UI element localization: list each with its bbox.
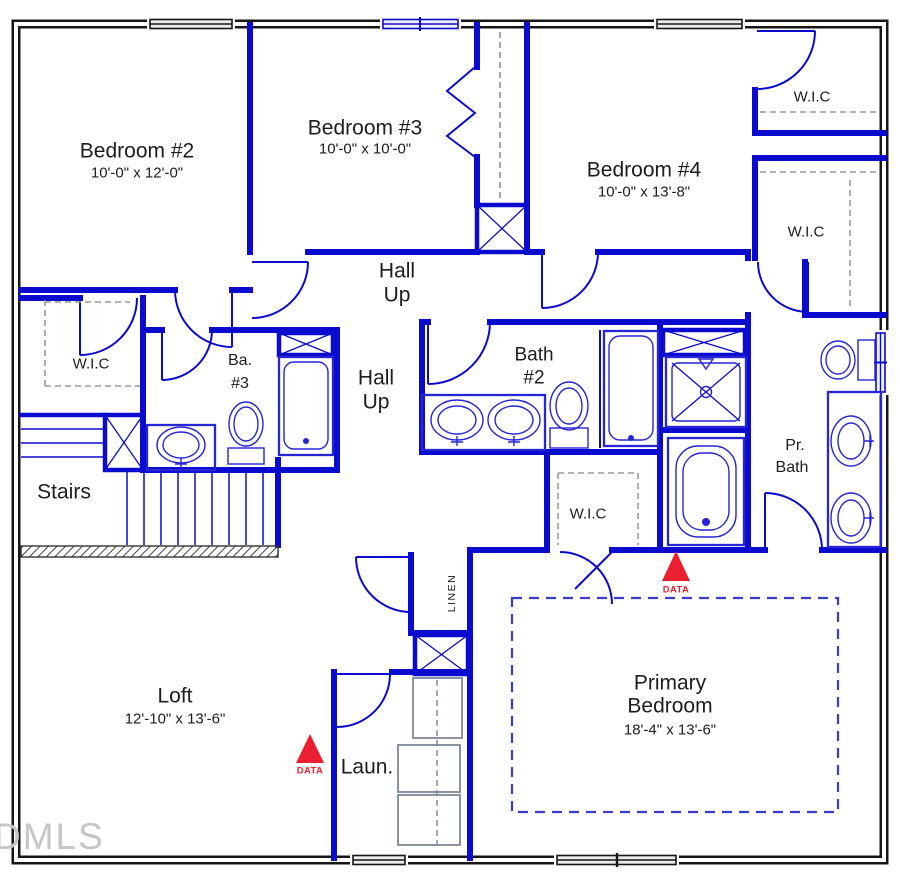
hall-up-label-1a: Hall [378, 259, 416, 283]
bathtub-fixture [277, 355, 335, 457]
wic-label-top-right: W.I.C [793, 88, 831, 106]
chase-x [276, 330, 336, 358]
door-arc [764, 492, 823, 551]
fixtures-shower-tub [664, 355, 748, 547]
vanity-fixture [420, 393, 547, 452]
wic-label-bedroom2: W.I.C [72, 355, 110, 373]
fixtures-bath3 [145, 355, 335, 472]
shower-fixture [664, 355, 748, 429]
room-dims-loft: 12'-10" x 13'-6" [124, 710, 226, 728]
toilet-fixture [820, 340, 856, 380]
door-arc [174, 289, 233, 348]
data-marker-icon [296, 734, 324, 763]
fixtures-bath2 [420, 329, 660, 452]
room-dims-bedroom3: 10'-0" x 10'-0" [318, 140, 412, 158]
room-label-bedroom3: Bedroom #3 [307, 116, 423, 140]
hall-up-label-2a: Hall [357, 366, 395, 390]
wic-label-right: W.I.C [787, 223, 825, 241]
chases [102, 202, 748, 677]
interior-walls [18, 22, 887, 861]
primary-bath-label-2: Bath [775, 459, 809, 476]
tray-ceiling-outline [510, 596, 840, 814]
toilet-fixture [549, 381, 589, 431]
data-marker-label-2: DATA [296, 765, 324, 777]
chase-x [474, 202, 530, 255]
room-label-primary-2: Bedroom [627, 694, 713, 718]
door-arc [79, 297, 138, 356]
fixtures-primary-bath [820, 339, 883, 549]
washer-fixture [397, 744, 461, 793]
data-marker-icon [662, 551, 690, 581]
room-label-primary-1: Primary [633, 671, 707, 695]
hall-up-label-1b: Up [383, 283, 411, 307]
door-arc [541, 251, 599, 309]
wic-label-primary: W.I.C [569, 505, 607, 523]
chase-x [660, 327, 748, 358]
stairs-cut-hatch [20, 545, 279, 558]
ceiling-dash [510, 596, 840, 814]
door-arc [756, 30, 816, 90]
linen-label: LINEN [445, 573, 458, 613]
door-arc [251, 261, 309, 319]
room-dims-primary: 18'-4" x 13'-6" [623, 721, 717, 739]
exterior-walls [11, 19, 889, 865]
room-label-loft: Loft [157, 684, 193, 708]
bath3-label-1: Ba. [227, 352, 253, 369]
bathtub-fixture [602, 329, 660, 448]
door-arc [336, 673, 391, 728]
bath3-label-2: #3 [231, 375, 249, 392]
bifold-door [445, 66, 477, 158]
laundry-appliances [397, 677, 463, 846]
room-dims-bedroom4: 10'-0" x 13'-8" [597, 183, 691, 201]
door-arc [355, 556, 412, 613]
room-dims-bedroom2: 10'-0" x 12'-0" [90, 164, 184, 182]
toilet-fixture [228, 401, 264, 447]
bath2-label-2: #2 [523, 367, 545, 389]
vanity-fixture [826, 390, 883, 549]
room-label-bedroom4: Bedroom #4 [586, 158, 702, 182]
room-label-bedroom2: Bedroom #2 [79, 139, 195, 163]
chase-x [412, 632, 471, 677]
vanity-fixture [145, 423, 217, 472]
cabinet-fixture [412, 677, 463, 739]
windows [147, 16, 891, 868]
doors [79, 30, 823, 728]
door-arc [757, 261, 809, 313]
garden-tub-fixture [666, 436, 746, 547]
bath2-label-1: Bath [514, 344, 554, 366]
hall-up-label-2b: Up [362, 390, 390, 414]
door-arc [427, 321, 491, 385]
door-arc [161, 329, 213, 381]
laundry-label: Laun. [340, 755, 394, 779]
door-arc [559, 551, 613, 605]
data-marker-label-1: DATA [662, 584, 690, 596]
dryer-fixture [397, 794, 461, 846]
watermark: DMLS [0, 816, 105, 857]
data-markers [296, 551, 690, 763]
closet-dashes [44, 32, 878, 845]
primary-bath-label-1: Pr. [785, 437, 805, 454]
stairs-treads [20, 428, 279, 558]
stairs-label: Stairs [37, 480, 91, 504]
